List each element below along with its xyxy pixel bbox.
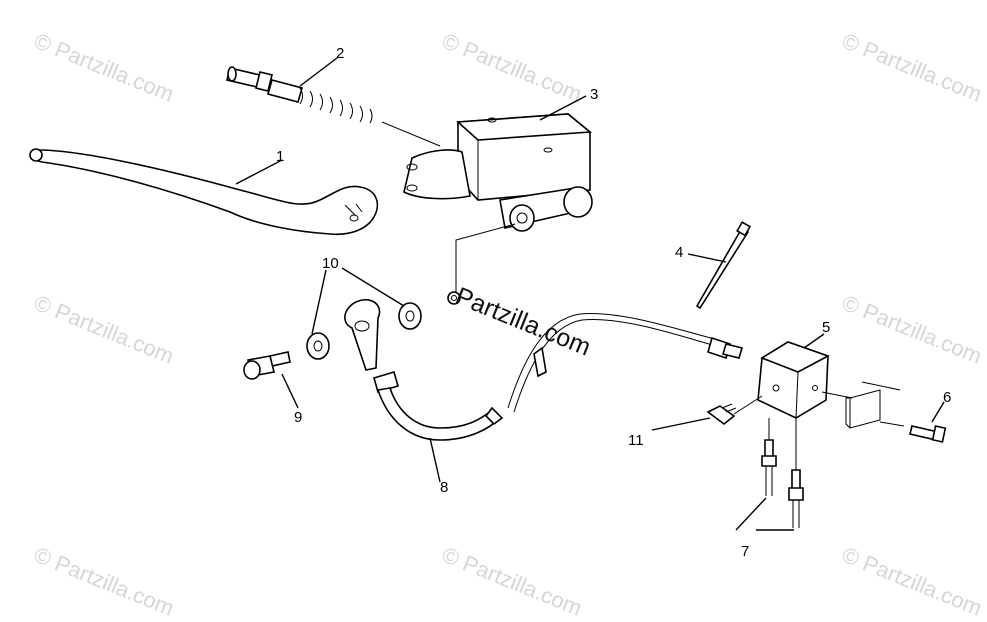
callout-9: 9 bbox=[294, 409, 302, 426]
callout-7: 7 bbox=[741, 543, 749, 560]
callout-5: 5 bbox=[822, 319, 830, 336]
callout-1: 1 bbox=[276, 148, 284, 165]
plunger-spring bbox=[226, 66, 373, 124]
callout-11: 11 bbox=[628, 432, 644, 449]
mounting-bracket bbox=[821, 381, 905, 429]
callout-8: 8 bbox=[440, 479, 448, 496]
washers bbox=[306, 291, 461, 360]
callout-10: 10 bbox=[322, 255, 339, 272]
cable-tie bbox=[695, 221, 752, 310]
bolt-6 bbox=[909, 425, 947, 443]
callout-4: 4 bbox=[675, 244, 683, 261]
brake-lever bbox=[29, 148, 379, 236]
fitting-11 bbox=[706, 395, 763, 426]
brake-line-fittings bbox=[761, 418, 804, 528]
junction-block bbox=[757, 341, 830, 419]
brake-hose bbox=[344, 299, 744, 441]
banjo-bolt bbox=[243, 351, 291, 380]
callout-3: 3 bbox=[590, 86, 598, 103]
master-cylinder bbox=[403, 113, 593, 232]
callout-6: 6 bbox=[943, 389, 951, 406]
callout-2: 2 bbox=[336, 45, 344, 62]
